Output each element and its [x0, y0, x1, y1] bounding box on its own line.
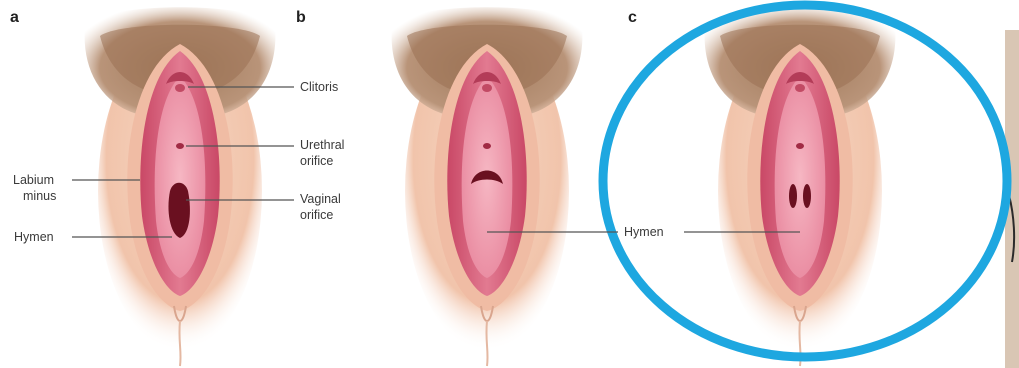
label-urethral-line2: orifice — [300, 154, 333, 168]
label-clitoris: Clitoris — [300, 80, 338, 94]
label-labium-line1: Labium — [13, 173, 54, 187]
label-hymen-shared: Hymen — [624, 225, 664, 239]
label-hymen-a: Hymen — [14, 230, 54, 244]
illustration-a — [85, 7, 276, 366]
illustration-b — [392, 7, 583, 366]
label-urethral-line1: Urethral — [300, 138, 344, 152]
illustration-c — [705, 7, 896, 366]
panel-letter-a: a — [10, 9, 19, 26]
label-labium-line2: minus — [23, 189, 56, 203]
panel-letter-c: c — [628, 9, 637, 26]
septate-opening-right — [803, 184, 811, 208]
label-vaginal-line1: Vaginal — [300, 192, 341, 206]
label-vaginal-line2: orifice — [300, 208, 333, 222]
panel-letter-b: b — [296, 9, 306, 26]
septate-opening-left — [789, 184, 797, 208]
